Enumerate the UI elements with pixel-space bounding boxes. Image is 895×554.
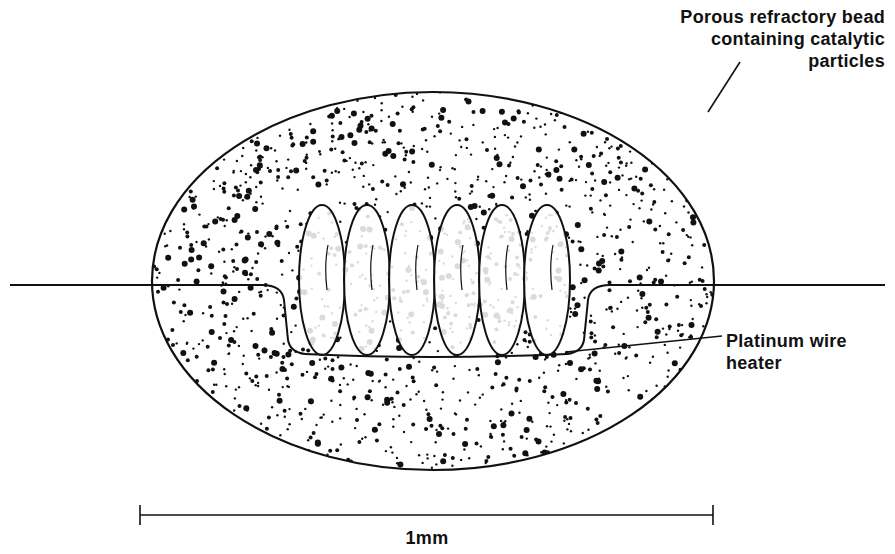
catalytic-particles: [152, 91, 714, 469]
leader-lines: [566, 62, 740, 352]
dimension-label: 1mm: [367, 527, 487, 549]
bead-outline: [152, 92, 714, 470]
bead-label: Porous refractory bead containing cataly…: [670, 6, 885, 72]
dimension-line: [140, 505, 713, 525]
heater-label: Platinum wire heater: [726, 330, 876, 374]
coil-windings: [299, 205, 570, 357]
